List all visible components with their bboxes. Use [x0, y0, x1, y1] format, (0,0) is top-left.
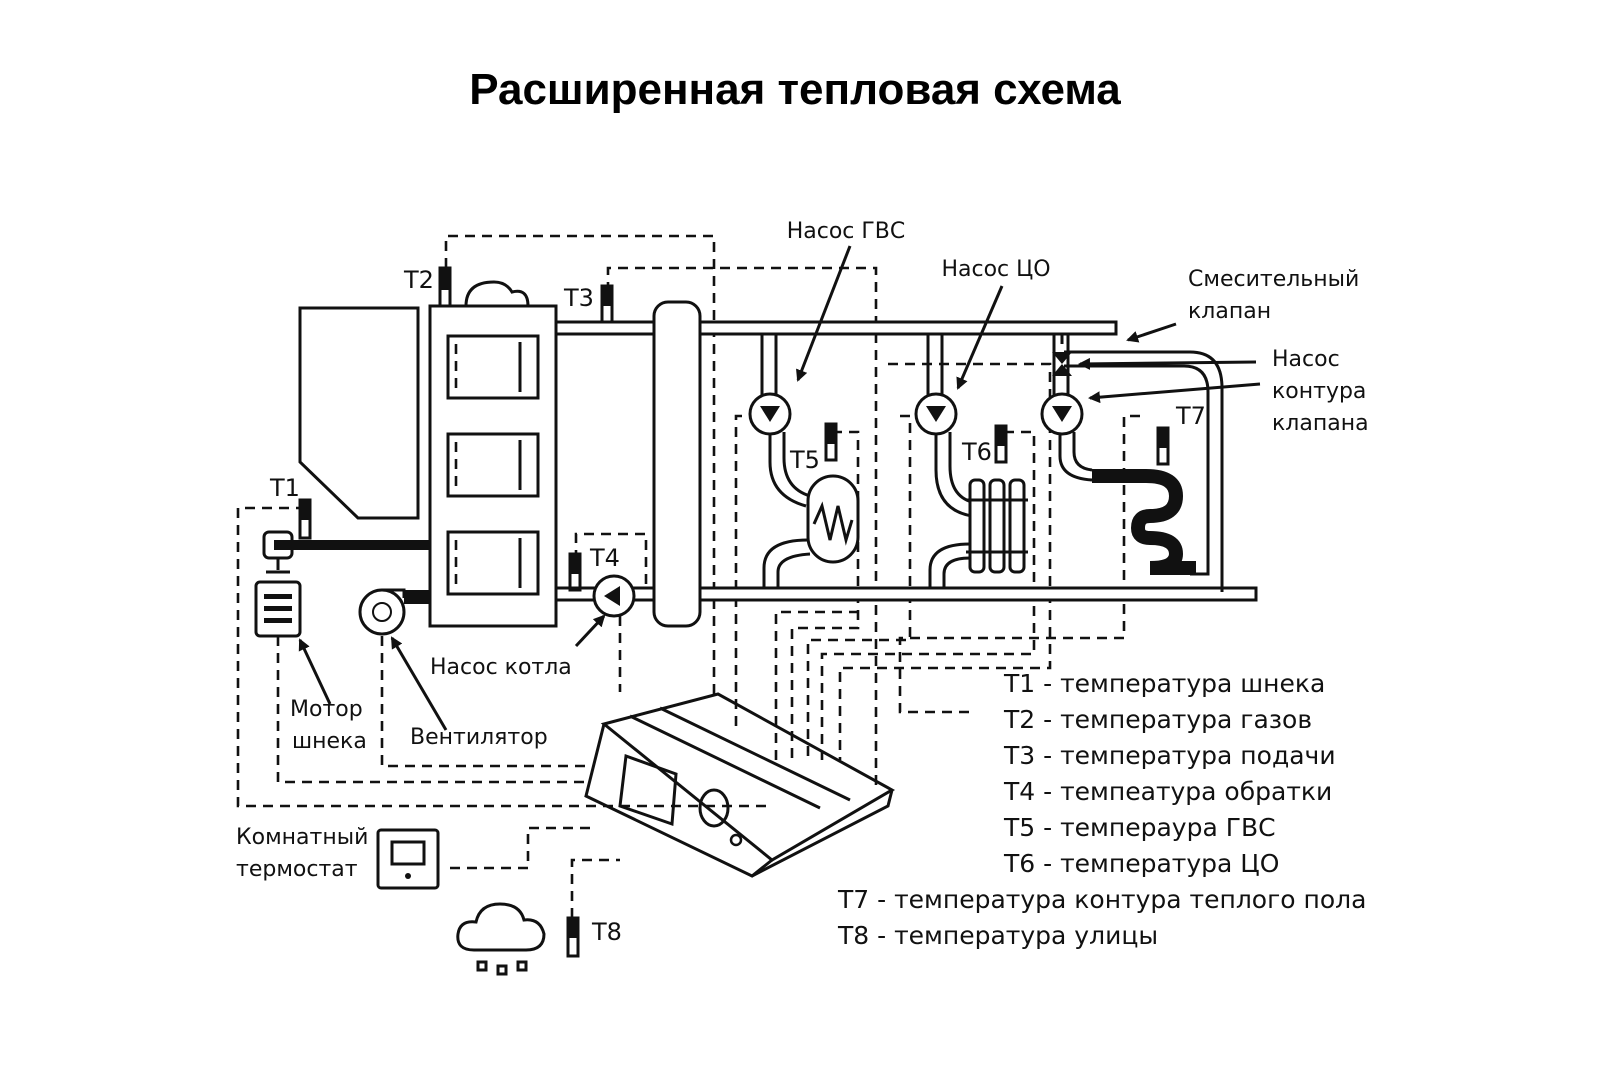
sensor-t3 — [600, 284, 614, 324]
pipes — [274, 320, 1258, 604]
legend: T1 - температура шнека T2 - температура … — [837, 669, 1366, 950]
legend-item: T2 - температура газов — [1003, 705, 1312, 734]
label-boiler-pump: Насос котла — [430, 655, 572, 680]
boiler-pump — [592, 574, 636, 618]
legend-item: T8 - температура улицы — [837, 921, 1158, 950]
fuel-hopper-icon — [298, 306, 420, 520]
legend-item: T3 - температура подачи — [1003, 741, 1336, 770]
diagram-title: Расширенная тепловая схема — [469, 65, 1121, 114]
label-auger-motor-line1: Мотор — [290, 697, 363, 722]
sensor-t5 — [824, 422, 838, 462]
tag-t4: T4 — [589, 544, 620, 572]
label-pump-ch: Насос ЦО — [941, 257, 1050, 282]
tag-t1: T1 — [269, 474, 300, 502]
tag-t7: T7 — [1175, 402, 1206, 430]
sensor-t4 — [568, 552, 582, 592]
sensor-t6 — [994, 424, 1008, 464]
sensor-t1 — [298, 498, 312, 540]
label-mixing-valve-line1: Смесительный — [1188, 267, 1359, 292]
valve-circuit-pump — [1040, 392, 1084, 436]
legend-item: T1 - температура шнека — [1003, 669, 1325, 698]
label-pump-dhw: Насос ГВС — [787, 219, 906, 244]
sensor-t8 — [566, 916, 580, 958]
dhw-pump — [748, 392, 792, 436]
tag-t2: T2 — [403, 266, 434, 294]
controller-icon — [584, 692, 896, 878]
sensor-t2 — [438, 266, 452, 308]
label-room-thermostat-line2: термостат — [236, 857, 358, 882]
pointer-arrows — [298, 245, 1261, 731]
label-valve-pump-line2: контура — [1272, 379, 1366, 404]
sensor-t7 — [1156, 426, 1170, 466]
dhw-tank — [806, 474, 860, 564]
label-room-thermostat-line1: Комнатный — [236, 825, 368, 850]
mixing-valve — [1052, 334, 1072, 376]
radiator — [966, 478, 1028, 574]
hydraulic-separator — [652, 300, 702, 628]
tag-t5: T5 — [789, 446, 820, 474]
tag-t3: T3 — [563, 284, 594, 312]
room-thermostat — [376, 828, 440, 890]
label-valve-pump-line3: клапана — [1272, 411, 1369, 436]
control-wires — [236, 234, 1140, 918]
tag-t8: T8 — [591, 918, 622, 946]
legend-item: T6 - температура ЦО — [1003, 849, 1279, 878]
auger-motor — [254, 530, 302, 638]
boiler-icon — [428, 280, 558, 628]
legend-item: T7 - температура контура теплого пола — [837, 885, 1366, 914]
floor-heating-coil — [1092, 469, 1196, 575]
tag-t6: T6 — [961, 438, 992, 466]
label-mixing-valve-line2: клапан — [1188, 299, 1271, 324]
legend-item: T4 - темпеатура обратки — [1003, 777, 1332, 806]
ch-pump — [914, 392, 958, 436]
label-valve-pump-line1: Насос — [1272, 347, 1340, 372]
legend-item: T5 - темпераура ГВС — [1003, 813, 1276, 842]
fan-icon — [358, 588, 406, 636]
label-auger-motor-line2: шнека — [292, 729, 367, 754]
label-fan: Вентилятор — [410, 725, 548, 750]
temperature-sensors — [298, 266, 1170, 958]
cloud-snow-icon — [456, 902, 546, 976]
